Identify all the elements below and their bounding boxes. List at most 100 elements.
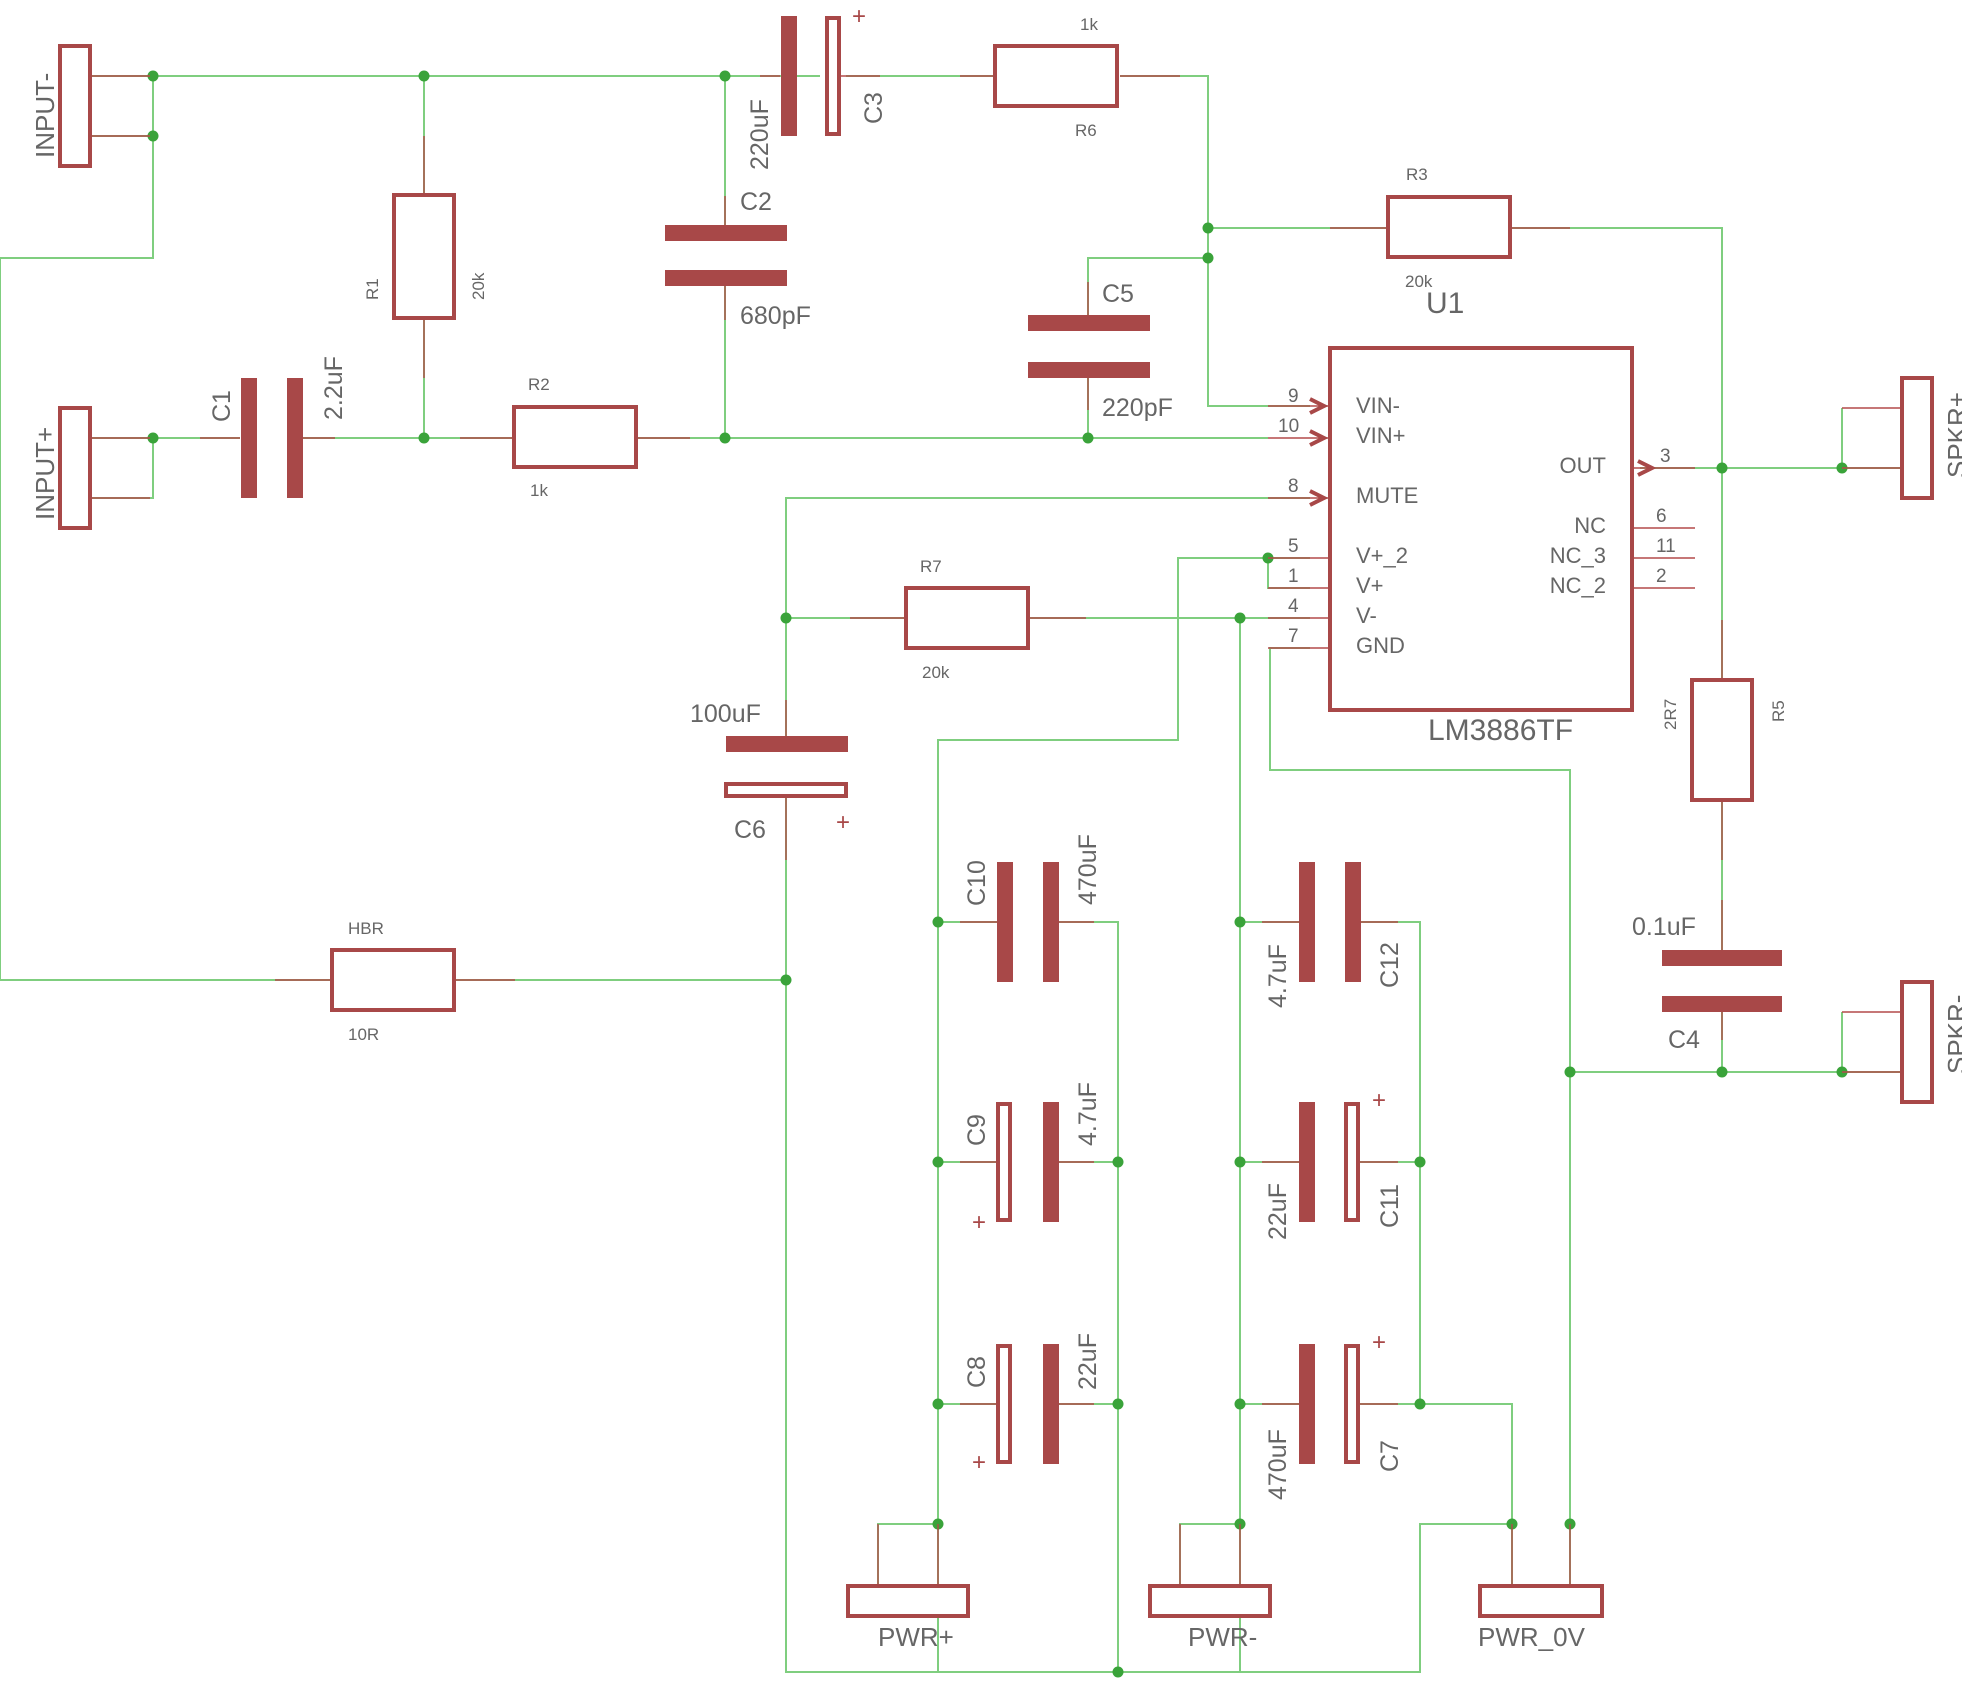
capacitor-c10[interactable]: + 470uF C7 (1262, 1329, 1404, 1500)
capacitor-c11[interactable]: + 22uF C11 (1262, 1087, 1404, 1240)
c7-polarity-mark: + (972, 1449, 986, 1476)
pin-name-out: OUT (1560, 453, 1606, 478)
resistor-hbr[interactable]: HBR 10R (275, 919, 515, 1044)
u1-part: LM3886TF (1428, 714, 1573, 747)
connector-pwr-minus[interactable]: PWR- (1148, 1524, 1272, 1652)
junction-dot (1234, 1156, 1246, 1168)
capacitor-c7[interactable]: + C8 22uF (960, 1333, 1102, 1476)
resistor-r1[interactable]: R1 20k (363, 136, 488, 378)
c10-polarity-mark: + (1372, 1329, 1386, 1356)
pin-number-2: 2 (1656, 566, 1667, 587)
pwr-plus-label: PWR+ (878, 1622, 954, 1652)
junction-dot (780, 612, 792, 624)
junction-dot (418, 432, 430, 444)
capacitor-c3[interactable]: + 220uF C3 (746, 3, 888, 170)
pin-number-9: 9 (1288, 386, 1299, 407)
c8-polarity-mark: + (972, 1209, 986, 1236)
c3-value: 220uF (746, 99, 774, 170)
c11-ref: C11 (1376, 1184, 1404, 1228)
r5-ref: R5 (1769, 700, 1788, 722)
c12-ref: C12 (1376, 942, 1404, 988)
r1-value: 20k (469, 272, 488, 300)
capacitor-c9[interactable]: C10 470uF (960, 834, 1102, 982)
ic-u1[interactable]: U1 LM3886TF 9 10 8 5 1 4 7 3 6 11 2 VIN-… (1268, 287, 1695, 747)
r2-ref: R2 (528, 375, 550, 394)
c6-polarity-mark: + (836, 809, 850, 836)
pin-number-11: 11 (1656, 536, 1676, 557)
junction-dot (932, 1398, 944, 1410)
c4-ref: C4 (1668, 1026, 1700, 1054)
junction-dot (719, 432, 731, 444)
c1-value: 2.2uF (320, 356, 348, 420)
junction-dot (147, 70, 159, 82)
junction-dot (147, 432, 159, 444)
r5-value: 2R7 (1661, 699, 1680, 730)
capacitor-c1[interactable]: C1 2.2uF (200, 356, 348, 498)
resistor-r5[interactable]: 2R7 R5 (1661, 620, 1788, 860)
resistor-r6[interactable]: 1k R6 (960, 15, 1180, 140)
pin-number-5: 5 (1288, 536, 1299, 557)
capacitor-c5[interactable]: C5 220pF (1028, 280, 1173, 422)
connector-input-plus[interactable]: INPUT+ (30, 406, 150, 530)
capacitor-c4[interactable]: 0.1uF C4 (1632, 900, 1782, 1054)
junction-dot (1414, 1398, 1426, 1410)
hbr-value: 10R (348, 1025, 379, 1044)
pwr-0v-label: PWR_0V (1478, 1622, 1586, 1652)
junction-dot (418, 70, 430, 82)
r7-ref: R7 (920, 557, 942, 576)
pin-name-nc: NC (1574, 513, 1606, 538)
pin-name-nc-2: NC_2 (1550, 573, 1606, 598)
c10-ref: C7 (1376, 1440, 1404, 1472)
connector-spkr-plus[interactable]: SPKR+ (1842, 376, 1962, 500)
connector-pwr-plus[interactable]: PWR+ (846, 1524, 970, 1652)
pin-number-1: 1 (1288, 566, 1299, 587)
input-plus-label: INPUT+ (30, 427, 60, 520)
pin-name-mute: MUTE (1356, 483, 1418, 508)
junction-dot (147, 130, 159, 142)
c5-ref: C5 (1102, 280, 1134, 308)
junction-dot (1112, 1156, 1124, 1168)
connector-spkr-minus[interactable]: SPKR- (1842, 980, 1962, 1104)
junction-dot (1234, 1398, 1246, 1410)
junctions (147, 70, 1848, 1678)
c7-ref: C8 (963, 1356, 991, 1388)
input-minus-label: INPUT- (30, 73, 60, 158)
spkr-minus-label: SPKR- (1942, 995, 1962, 1074)
pin-number-10: 10 (1278, 416, 1299, 437)
junction-dot (932, 1156, 944, 1168)
junction-dot (719, 70, 731, 82)
r7-value: 20k (922, 663, 950, 682)
c8-value: 4.7uF (1074, 1082, 1102, 1146)
c3-ref: C3 (860, 92, 888, 124)
c8-ref: C9 (963, 1114, 991, 1146)
c11-value: 22uF (1264, 1183, 1292, 1240)
c6-ref: C6 (734, 816, 766, 844)
c9-ref: C10 (963, 860, 991, 906)
pin-name-vplus-2: V+_2 (1356, 543, 1408, 568)
connector-input-minus[interactable]: INPUT- (30, 44, 150, 168)
capacitor-c12[interactable]: 4.7uF C12 (1262, 862, 1404, 1008)
r1-ref: R1 (363, 278, 382, 300)
connector-pwr-0v[interactable]: PWR_0V (1478, 1524, 1604, 1652)
junction-dot (932, 916, 944, 928)
junction-dot (1202, 252, 1214, 264)
junction-dot (1234, 612, 1246, 624)
spkr-plus-label: SPKR+ (1942, 392, 1962, 478)
pin-number-3: 3 (1660, 446, 1671, 467)
pin-name-vminus: V- (1356, 603, 1377, 628)
pin-number-7: 7 (1288, 626, 1299, 647)
r3-value: 20k (1405, 272, 1433, 291)
r2-value: 1k (530, 481, 548, 500)
capacitor-c8[interactable]: + C9 4.7uF (960, 1082, 1102, 1236)
pin-number-6: 6 (1656, 506, 1667, 527)
resistor-r2[interactable]: R2 1k (460, 375, 690, 500)
c10-value: 470uF (1264, 1429, 1292, 1500)
hbr-ref: HBR (348, 919, 384, 938)
capacitor-c6[interactable]: 100uF C6 + (690, 700, 850, 860)
pin-name-vin-minus: VIN- (1356, 393, 1400, 418)
junction-dot (1112, 1398, 1124, 1410)
capacitor-c2[interactable]: C2 680pF (665, 188, 811, 330)
resistor-r3[interactable]: R3 20k (1330, 165, 1570, 291)
pin-number-4: 4 (1288, 596, 1299, 617)
resistor-r7[interactable]: R7 20k (850, 557, 1086, 682)
